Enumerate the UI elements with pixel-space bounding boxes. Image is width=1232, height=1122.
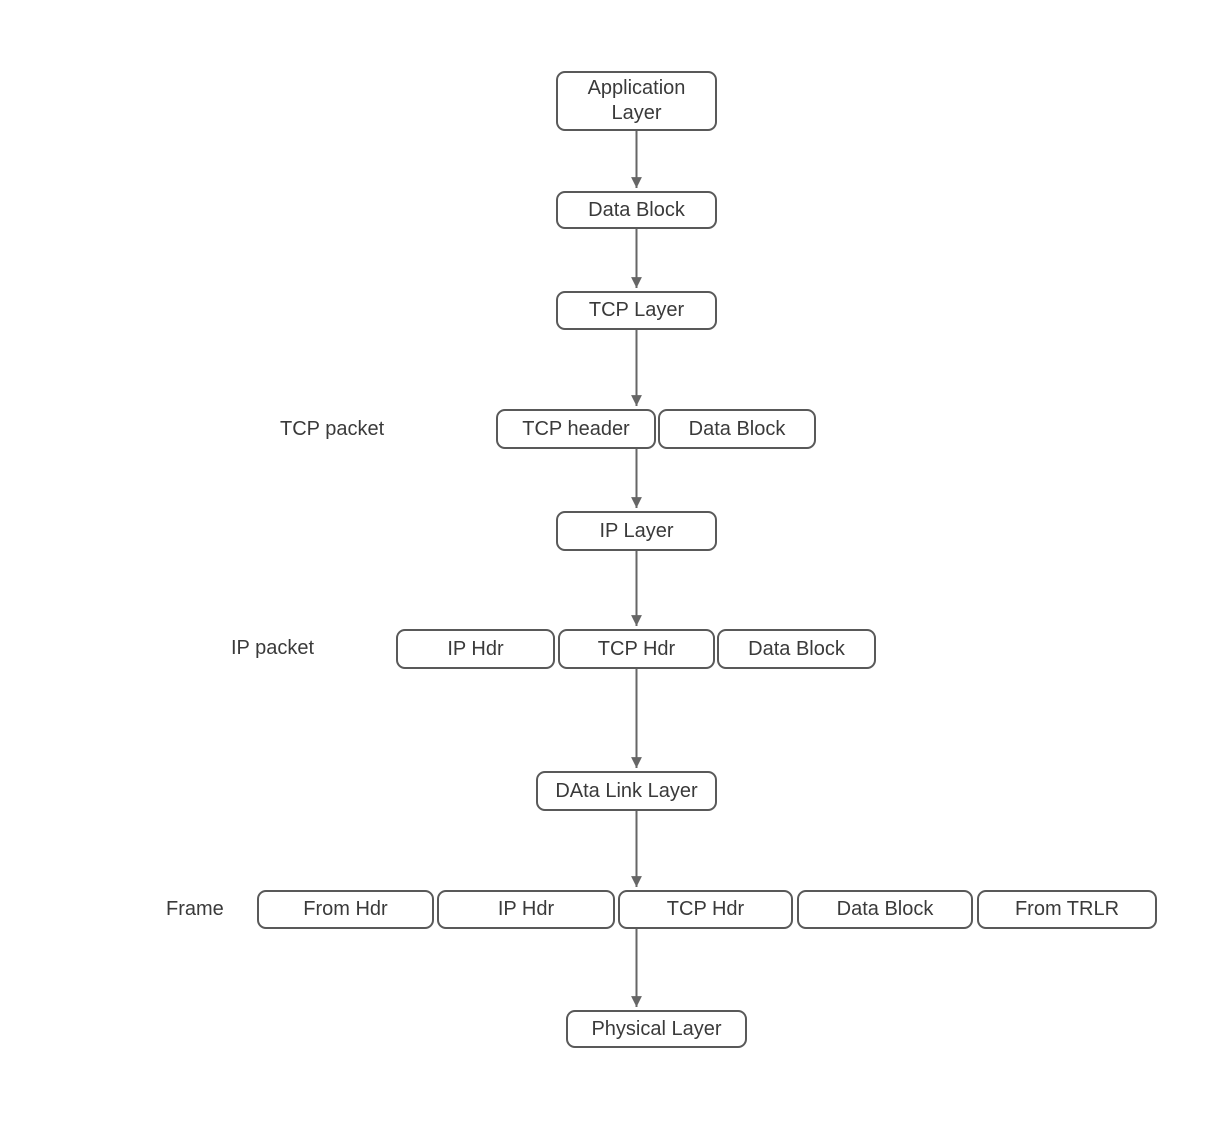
node-tcp-layer: TCP Layer	[556, 291, 717, 330]
node-ip-packet-data-block: Data Block	[717, 629, 876, 669]
node-frame-data-block: Data Block	[797, 890, 973, 929]
label-frame: Frame	[166, 898, 224, 920]
node-frame-tcp-hdr: TCP Hdr	[618, 890, 793, 929]
label-tcp-packet: TCP packet	[280, 418, 385, 440]
node-ip-layer: IP Layer	[556, 511, 717, 551]
node-tcp-packet-data-block: Data Block	[658, 409, 816, 449]
label-ip-packet: IP packet	[231, 637, 315, 659]
node-ip-packet-tcp-hdr: TCP Hdr	[558, 629, 715, 669]
node-frame-ip-hdr: IP Hdr	[437, 890, 615, 929]
node-application-layer: Application Layer	[556, 71, 717, 131]
node-frame-from-trlr: From TRLR	[977, 890, 1157, 929]
node-tcp-header: TCP header	[496, 409, 656, 449]
node-data-block: Data Block	[556, 191, 717, 229]
node-data-link-layer: DAta Link Layer	[536, 771, 717, 811]
node-frame-from-hdr: From Hdr	[257, 890, 434, 929]
node-ip-packet-ip-hdr: IP Hdr	[396, 629, 555, 669]
node-physical-layer: Physical Layer	[566, 1010, 747, 1048]
